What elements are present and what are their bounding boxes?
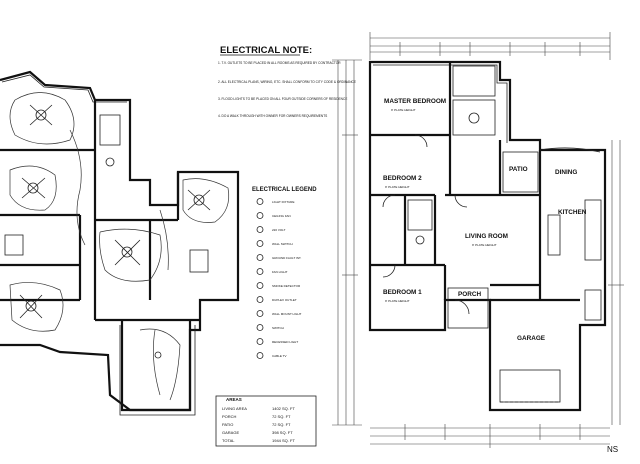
legend-item-label: CEILING FAN <box>272 214 291 218</box>
legend-symbol-icon <box>256 268 264 275</box>
legend-item-label: WALL MOUNT LIGHT <box>272 312 302 316</box>
legend-item-label: LIGHT FIXTURE <box>272 200 294 204</box>
legend-symbol-icon <box>256 240 264 247</box>
room-porch: PORCH <box>458 291 481 298</box>
legend-symbol-icon <box>256 352 264 359</box>
legend-item-label: GROUND FAULT INT. <box>272 256 302 260</box>
legend-item-label: RECESSED LIGHT <box>272 340 298 344</box>
electrical-legend: LIGHT FIXTURE CEILING FAN 220 VOLT WALL SWI… <box>256 198 302 359</box>
area-row-label: LIVING AREA <box>222 406 247 411</box>
legend-symbol-icon <box>256 282 264 289</box>
watermark: NS <box>607 445 618 454</box>
room-master-ceiling: 9' PLATE HEIGHT <box>391 108 416 112</box>
legend-symbol-icon <box>256 198 264 205</box>
room-kitchen: KITCHEN <box>558 209 587 216</box>
note-3: 3. FLOOD LIGHTS TO BE PLACED ON ALL FOUR… <box>218 97 347 101</box>
room-garage: GARAGE <box>517 335 546 342</box>
area-row-value: 398 SQ. FT <box>272 430 293 435</box>
legend-symbol-icon <box>256 212 264 219</box>
legend-item-label: 220 VOLT <box>272 228 286 232</box>
legend-item-label: FAN LIGHT <box>272 270 288 274</box>
area-row-label: TOTAL <box>222 438 235 443</box>
room-bedroom-2: BEDROOM 2 <box>383 175 422 182</box>
room-bedroom-1: BEDROOM 1 <box>383 289 422 296</box>
electrical-note-title: ELECTRICAL NOTE: <box>220 45 312 56</box>
room-dining: DINING <box>555 169 577 176</box>
area-row-value: 72 SQ. FT <box>272 414 291 419</box>
legend-item-label: CABLE TV <box>272 354 286 358</box>
legend-item-label: SWITCH <box>272 326 284 330</box>
room-bedroom-2-ceiling: 9' PLATE HEIGHT <box>385 185 410 189</box>
electrical-notes: 1. T.V. OUTLETS TO BE PLACED IN ALL ROOM… <box>218 61 356 118</box>
note-4: 4. DO A WALK THROUGH WITH OWNER FOR OWNE… <box>218 114 327 118</box>
legend-item-label: DUPLEX OUTLET <box>272 298 297 302</box>
area-row-value: 1402 SQ. FT <box>272 406 295 411</box>
areas-title: AREAS <box>226 397 242 402</box>
area-row-label: PATIO <box>222 422 233 427</box>
legend-symbol-icon <box>256 296 264 303</box>
areas-table: AREAS LIVING AREA 1402 SQ. FT PORCH 72 SQ. … <box>215 395 317 447</box>
legend-symbol-icon <box>256 254 264 261</box>
legend-symbol-icon <box>256 310 264 317</box>
legend-item-label: WALL SWITCH <box>272 242 293 246</box>
legend-item-label: SMOKE DETECTOR <box>272 284 301 288</box>
room-labels: MASTER BEDROOM 9' PLATE HEIGHT BEDROOM 2… <box>383 98 587 342</box>
area-row-label: PORCH <box>222 414 237 419</box>
legend-symbol-icon <box>256 338 264 345</box>
note-2: 2. ALL ELECTRICAL PLANS, WIRING, ETC. SH… <box>218 80 356 84</box>
room-living-ceiling: 9' PLATE HEIGHT <box>472 243 497 247</box>
electrical-plan <box>0 70 240 416</box>
legend-title: ELECTRICAL LEGEND <box>252 187 317 193</box>
area-row-value: 1944 SQ. FT <box>272 438 295 443</box>
note-1: 1. T.V. OUTLETS TO BE PLACED IN ALL ROOM… <box>218 61 341 65</box>
legend-symbol-icon <box>256 226 264 233</box>
room-bedroom-1-ceiling: 9' PLATE HEIGHT <box>385 299 410 303</box>
area-row-label: GARAGE <box>222 430 239 435</box>
room-living: LIVING ROOM <box>465 233 508 240</box>
legend-symbol-icon <box>256 324 264 331</box>
area-row-value: 72 SQ. FT <box>272 422 291 427</box>
room-master-bedroom: MASTER BEDROOM <box>384 98 446 105</box>
room-patio: PATIO <box>509 166 528 173</box>
floor-plan <box>332 32 624 448</box>
